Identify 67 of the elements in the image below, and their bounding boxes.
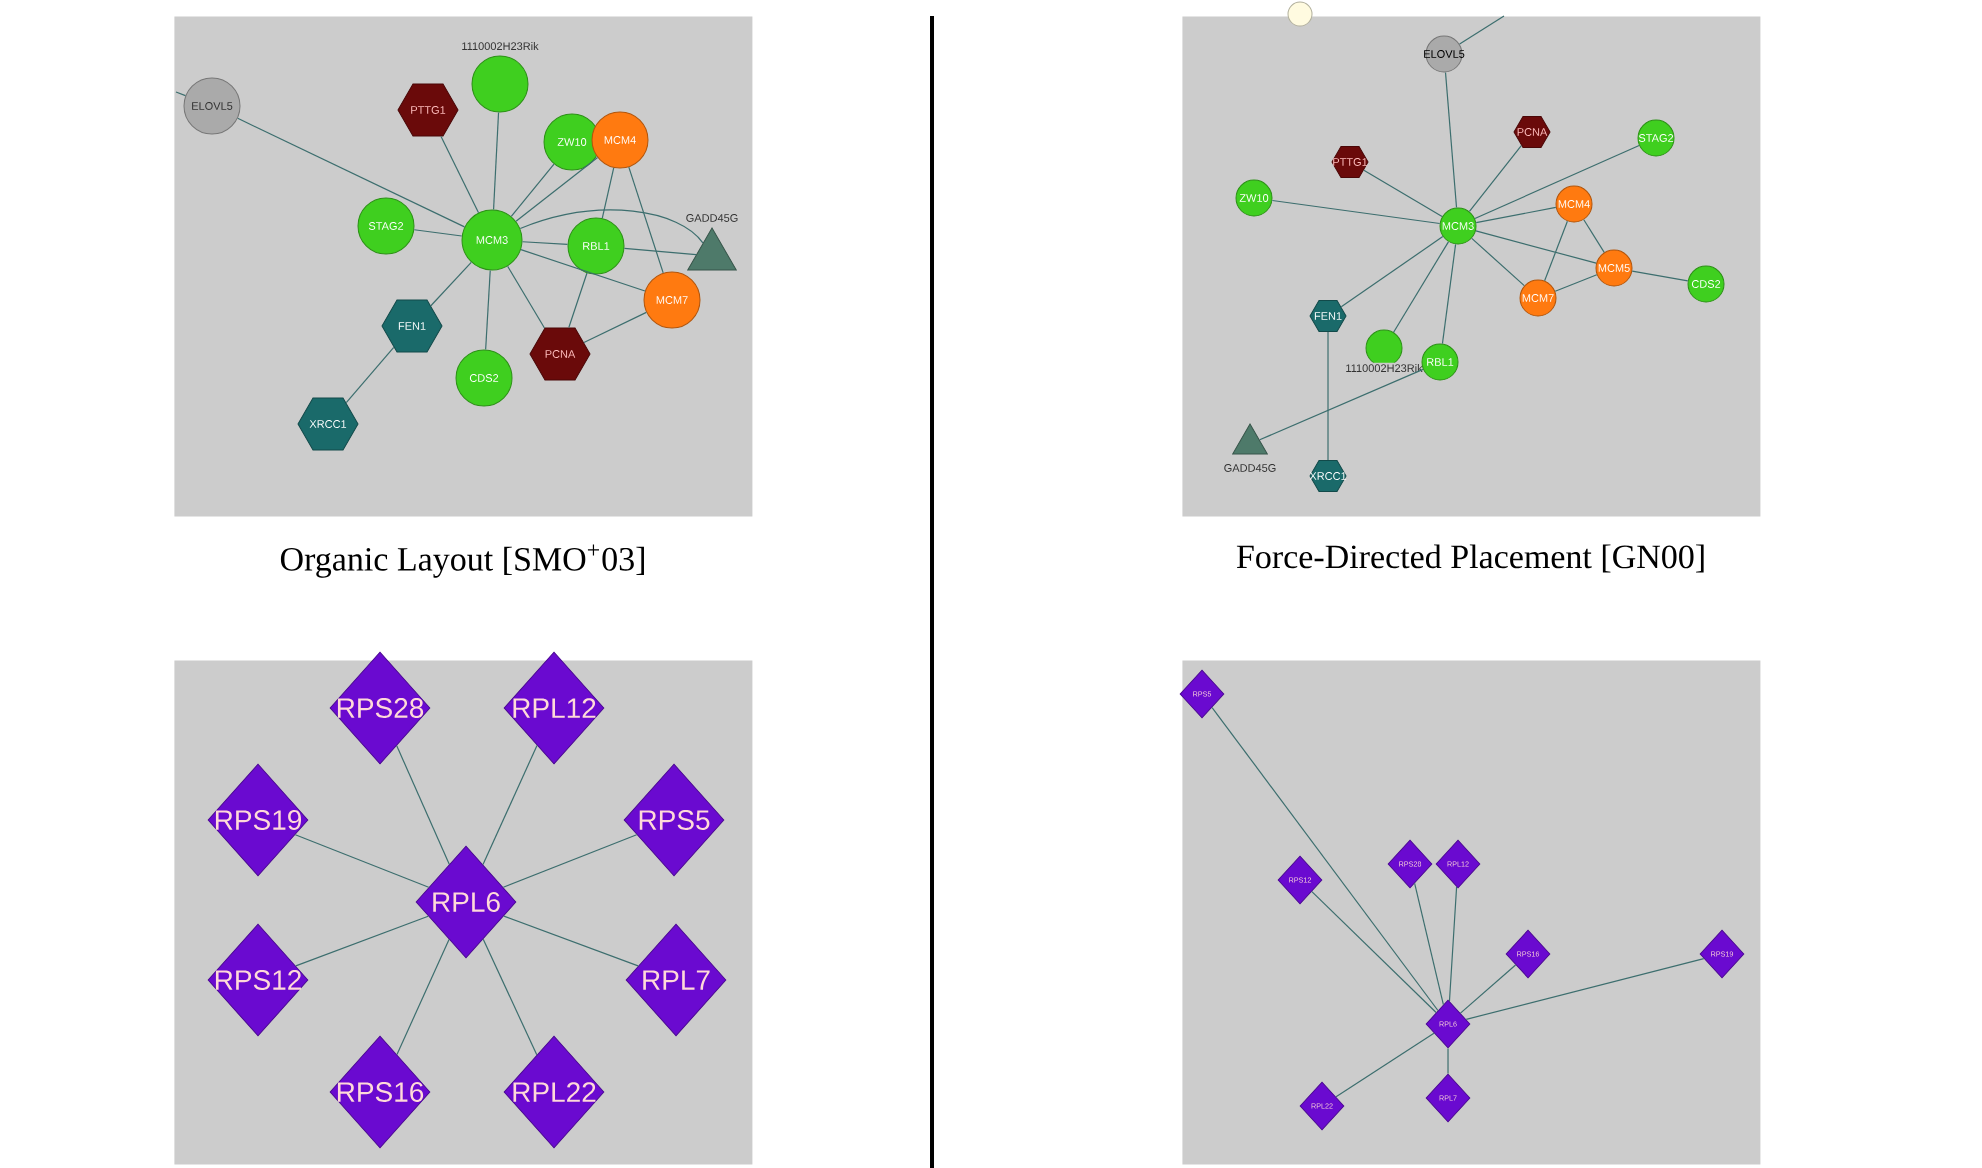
screenshot-panel xyxy=(1182,660,1761,1165)
connector-line xyxy=(482,744,538,866)
connector-line xyxy=(583,311,647,344)
diamond-node: RPS5 xyxy=(623,763,725,877)
connector-line xyxy=(295,915,429,967)
diamond-node: RPS12 xyxy=(207,923,309,1037)
connector-line xyxy=(1554,274,1598,292)
connector-line xyxy=(1211,706,1439,1012)
diamond-node: RPS16 xyxy=(329,1035,431,1149)
connector-line xyxy=(294,834,430,888)
panel-caption: Organic Layout [SMO$^{+}$03] xyxy=(280,544,644,578)
diamond-node: RPS28 xyxy=(329,651,431,765)
connector-line xyxy=(175,91,187,97)
panel-caption: Force-Directed Placement [GN00] xyxy=(1236,544,1704,573)
connector-line xyxy=(1441,243,1457,345)
connector-line xyxy=(413,229,463,237)
connector-line xyxy=(492,111,500,211)
diamond-node: RPL6 xyxy=(415,845,517,959)
connector-line xyxy=(1363,169,1443,218)
connector-line xyxy=(1393,241,1449,333)
connector-line xyxy=(623,247,697,256)
connector-line xyxy=(345,346,395,404)
connector-line xyxy=(628,166,664,274)
connector-line xyxy=(1444,71,1458,209)
connector-line xyxy=(1468,145,1522,213)
connector-line xyxy=(568,272,588,329)
connector-line xyxy=(1475,230,1597,264)
connector-line xyxy=(1474,144,1640,220)
connector-line xyxy=(515,156,599,222)
connector-line xyxy=(503,915,639,967)
connector-line xyxy=(1631,270,1689,282)
connector-line xyxy=(1271,199,1441,225)
diamond-node: RPL22 xyxy=(503,1035,605,1149)
connector-line xyxy=(521,241,569,245)
connector-line xyxy=(1259,368,1424,441)
diamond-node: RPL12 xyxy=(503,651,605,765)
diamond-node: RPS19 xyxy=(207,763,309,877)
connector-line xyxy=(1471,237,1525,287)
connector-line xyxy=(1414,882,1444,1006)
connector-line xyxy=(1447,1047,1449,1075)
connector-line xyxy=(237,117,466,228)
circle-node xyxy=(1287,1,1313,27)
connector-line xyxy=(485,269,491,351)
connector-line xyxy=(1335,1032,1435,1098)
connector-line xyxy=(1475,206,1557,224)
connector-line xyxy=(396,938,450,1056)
connector-line xyxy=(1544,220,1568,282)
connector-line xyxy=(507,265,546,329)
connector-line xyxy=(396,745,450,865)
connector-line xyxy=(1448,886,1458,1002)
screenshot-panel xyxy=(1182,16,1761,517)
connector-line xyxy=(519,209,704,244)
connector-line xyxy=(1583,219,1605,253)
connector-line xyxy=(430,261,472,307)
connector-line xyxy=(1459,15,1505,45)
diamond-node: RPL7 xyxy=(625,923,727,1037)
connector-line xyxy=(1340,235,1444,308)
connector-line xyxy=(440,135,480,214)
connector-line xyxy=(482,938,538,1056)
connector-line xyxy=(502,834,638,888)
connector-line xyxy=(601,167,615,219)
connector-line xyxy=(1327,331,1329,461)
connector-line xyxy=(1459,964,1517,1014)
connector-line xyxy=(1465,958,1705,1020)
connector-line xyxy=(510,163,555,217)
connector-line xyxy=(1311,891,1437,1014)
connector-line xyxy=(520,249,646,292)
